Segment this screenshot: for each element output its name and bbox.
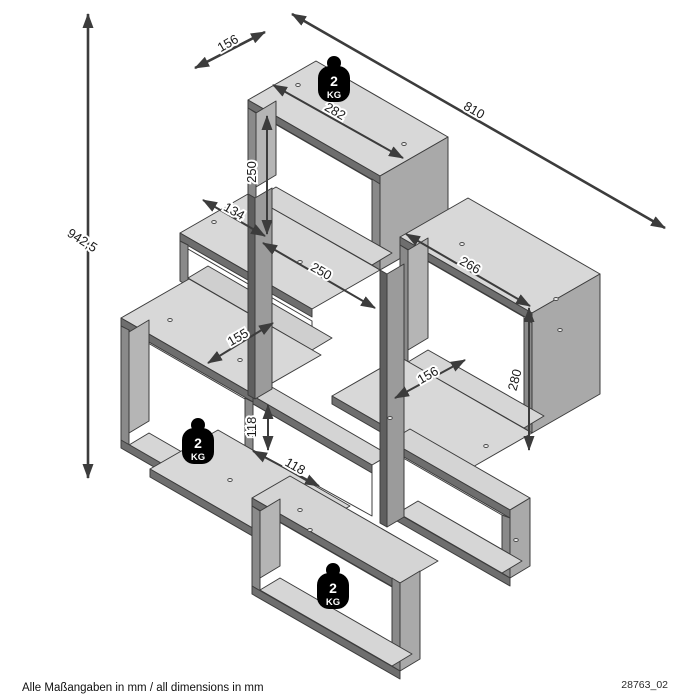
dimension-line xyxy=(207,322,274,364)
dimension-label: 118 xyxy=(244,417,259,438)
dimension-label: 250 xyxy=(244,161,259,183)
bottom-cube xyxy=(251,475,439,680)
load-badge-top: 2 KG xyxy=(318,56,350,102)
dimension-line xyxy=(291,12,666,230)
screw-hole xyxy=(387,416,393,420)
left-cube-left-wall xyxy=(120,325,130,449)
dimension-line xyxy=(194,30,266,70)
load-badge-unit: KG xyxy=(327,90,341,101)
upper-left-wall-strip xyxy=(179,240,189,287)
dimension-label-depth: 156 xyxy=(215,31,241,55)
drawing-number: 28763_02 xyxy=(621,679,668,691)
screw-hole xyxy=(307,528,313,532)
screw-hole xyxy=(401,142,407,146)
load-badge-value: 2 xyxy=(329,580,337,596)
dimension-line xyxy=(272,84,404,159)
right-cube-inner-left-wall xyxy=(407,237,429,351)
dimension-label-width: 810 xyxy=(461,98,487,122)
center-right-wall-front xyxy=(379,269,388,528)
dimension-line xyxy=(202,199,266,237)
bottom-cube-left-wall xyxy=(251,505,261,592)
load-badge-unit: KG xyxy=(326,597,340,608)
center-left-wall-front xyxy=(247,193,256,400)
kettlebell-icon xyxy=(182,428,214,464)
screw-hole xyxy=(557,328,563,332)
screw-hole xyxy=(295,83,301,87)
bottom-cube-bottom-edge xyxy=(251,585,401,680)
dimension-250-vertical: 250 xyxy=(242,115,273,235)
screw-hole xyxy=(237,358,243,362)
bottom-right-cube xyxy=(389,428,531,587)
screw-hole xyxy=(227,478,233,482)
kettlebell-icon xyxy=(318,66,350,102)
dimension-line xyxy=(405,233,531,307)
load-badge-value: 2 xyxy=(330,73,338,89)
kettlebell-icon xyxy=(317,573,349,609)
load-badge-left: 2 KG xyxy=(182,418,214,464)
dimension-label-height: 942,5 xyxy=(65,225,101,255)
screw-hole xyxy=(211,220,217,224)
bottom-cube-inner-left-wall xyxy=(259,498,281,579)
center-left-wall-side xyxy=(254,187,273,400)
footer-note: Alle Maßangaben in mm / all dimensions i… xyxy=(22,682,264,694)
screw-hole xyxy=(513,538,519,542)
dimension-118-vertical: 118 xyxy=(242,404,274,451)
dimension-line xyxy=(394,359,466,399)
dimension-line xyxy=(262,242,376,309)
load-badge-value: 2 xyxy=(194,435,202,451)
dimension-height-942: 942,5 xyxy=(63,12,102,479)
screw-hole xyxy=(459,242,465,246)
dimension-depth-156: 156 xyxy=(194,29,266,70)
load-badge-unit: KG xyxy=(191,452,205,463)
top-cube-left-wall xyxy=(247,107,257,200)
left-cube-inner-left-wall xyxy=(128,319,150,434)
screw-hole xyxy=(553,297,559,301)
screw-hole xyxy=(167,318,173,322)
dimension-line xyxy=(252,450,320,487)
screw-hole xyxy=(297,508,303,512)
screw-hole xyxy=(483,444,489,448)
load-badge-bottom: 2 KG xyxy=(317,563,349,609)
